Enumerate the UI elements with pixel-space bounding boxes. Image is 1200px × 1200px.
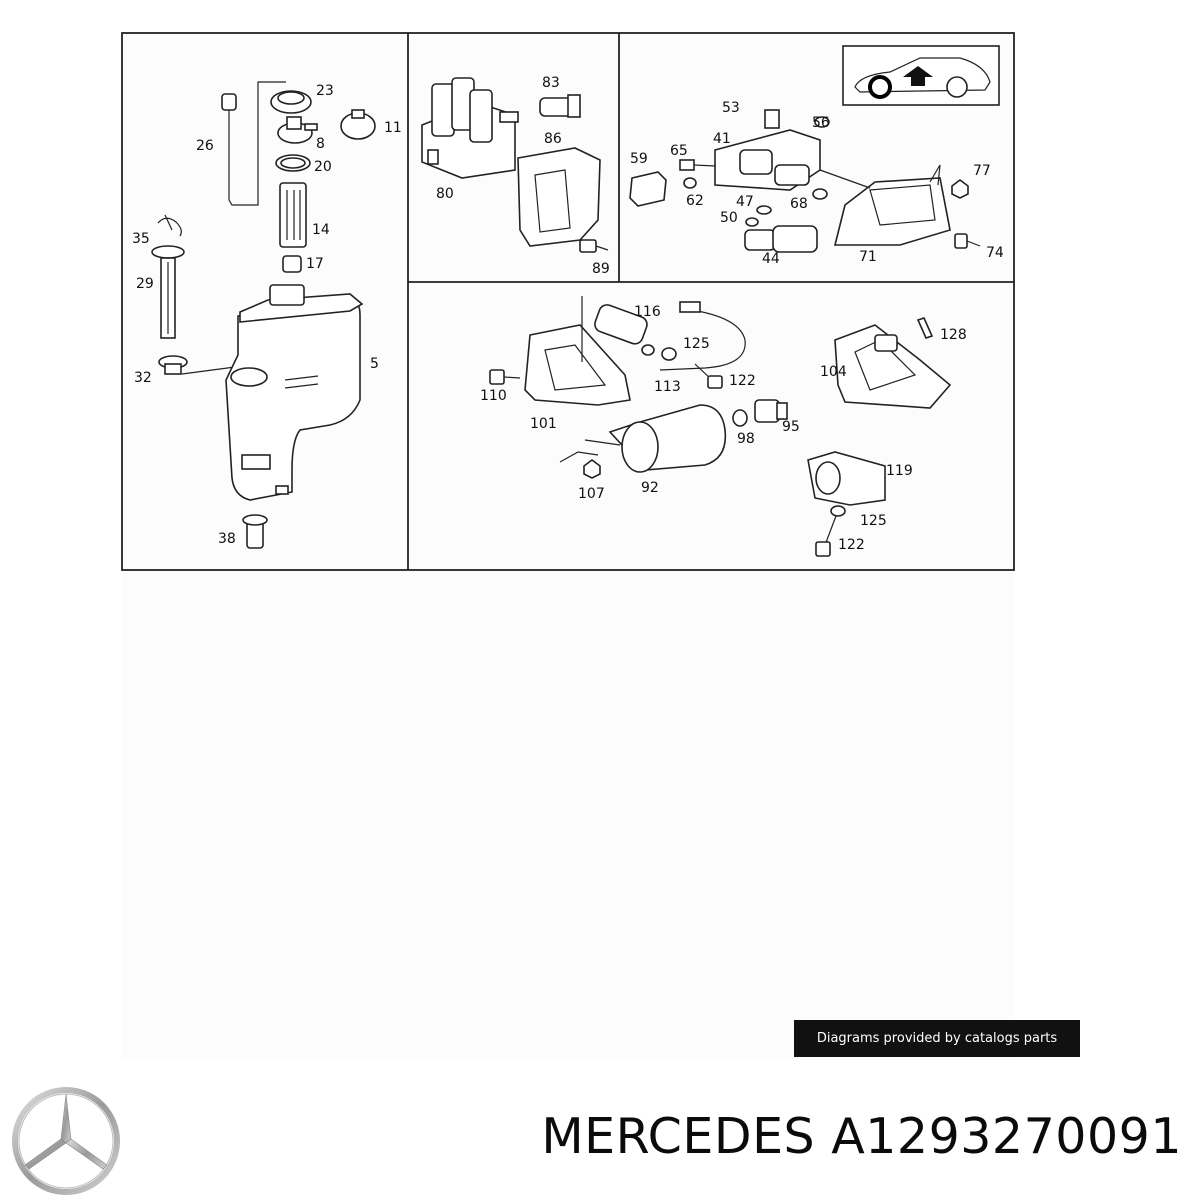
valve-part (277, 116, 318, 144)
callout-65: 65 (670, 143, 688, 159)
cap-part (270, 90, 312, 114)
callout-41: 41 (713, 131, 731, 147)
dipstick-part (221, 81, 286, 206)
breather-cap-part (340, 109, 376, 140)
callout-32: 32 (134, 370, 152, 386)
pressure-switch-part (594, 304, 655, 356)
stud-part (954, 233, 981, 249)
bolt-part (694, 363, 723, 389)
callout-122-upper: 122 (729, 373, 756, 389)
connector-part (629, 171, 667, 207)
callout-119: 119 (886, 463, 913, 479)
callout-56: 56 (812, 115, 830, 131)
callout-89: 89 (592, 261, 610, 277)
panel-solenoid (629, 45, 1000, 253)
diagram-credit-banner: Diagrams provided by catalogs parts (794, 1020, 1080, 1057)
callout-74: 74 (986, 245, 1004, 261)
bolt-part (815, 515, 837, 557)
filter-part (279, 182, 307, 248)
callout-11: 11 (384, 120, 402, 136)
callout-5: 5 (370, 356, 379, 372)
callout-128: 128 (940, 327, 967, 343)
solenoid-block-part (714, 109, 821, 191)
callout-14: 14 (312, 222, 330, 238)
sleeve-part (282, 255, 302, 273)
callout-77: 77 (973, 163, 991, 179)
callout-17: 17 (306, 256, 324, 272)
panel-borders (121, 32, 1015, 571)
callout-107: 107 (578, 486, 605, 502)
callout-62: 62 (686, 193, 704, 209)
callout-116: 116 (634, 304, 661, 320)
valve-block-part (421, 77, 519, 179)
oring-part (683, 116, 830, 227)
diagram-outer-frame (121, 32, 1015, 571)
clip-part (157, 214, 182, 237)
mercedes-star-icon (12, 1087, 120, 1195)
callout-38: 38 (218, 531, 236, 547)
panel-pump (489, 296, 952, 557)
level-sensor-part (151, 245, 185, 339)
orientation-car-inset (842, 45, 1000, 106)
callout-83: 83 (542, 75, 560, 91)
fitting-part (539, 94, 581, 118)
callout-47: 47 (736, 194, 754, 210)
pump-bracket-part (834, 324, 952, 409)
washer-part (661, 347, 846, 517)
callout-80: 80 (436, 186, 454, 202)
grommet-part (158, 355, 236, 375)
bolt-part (489, 369, 521, 385)
callout-125-lower: 125 (860, 513, 887, 529)
panel-valve-block (421, 77, 609, 253)
callout-71: 71 (859, 249, 877, 265)
callout-50: 50 (720, 210, 738, 226)
callout-125-upper: 125 (683, 336, 710, 352)
screw-part (916, 317, 934, 339)
callout-23: 23 (316, 83, 334, 99)
callout-59: 59 (630, 151, 648, 167)
fitting-part (754, 399, 788, 423)
callout-labels: 26 23 8 20 11 14 17 35 29 32 5 38 83 86 … (132, 75, 1004, 553)
callout-68: 68 (790, 196, 808, 212)
accumulator-part (584, 404, 727, 473)
callout-86: 86 (544, 131, 562, 147)
bolt-part (579, 239, 609, 253)
callout-122-lower: 122 (838, 537, 865, 553)
callout-35: 35 (132, 231, 150, 247)
callout-98: 98 (737, 431, 755, 447)
pump-bracket-part (524, 296, 631, 406)
nut-part (951, 179, 969, 199)
callout-29: 29 (136, 276, 154, 292)
bolt-part (679, 159, 716, 171)
callout-53: 53 (722, 100, 740, 116)
callout-44: 44 (762, 251, 780, 267)
drain-plug-part (242, 514, 268, 549)
callout-110: 110 (480, 388, 507, 404)
callout-95: 95 (782, 419, 800, 435)
callout-113: 113 (654, 379, 681, 395)
bracket-part (517, 147, 601, 247)
part-number-title: MERCEDES A1293270091 (541, 1108, 1182, 1165)
nut-part (559, 451, 601, 479)
relay-part (807, 451, 886, 506)
mount-bracket-part (819, 164, 951, 246)
callout-26: 26 (196, 138, 214, 154)
seal-ring-part (275, 154, 311, 172)
panel-reservoir (151, 81, 376, 549)
callout-8: 8 (316, 136, 325, 152)
reservoir-tank-part (225, 284, 364, 501)
callout-101: 101 (530, 416, 557, 432)
solenoid-valve-part (744, 225, 818, 253)
callout-20: 20 (314, 159, 332, 175)
callout-92: 92 (641, 480, 659, 496)
wire-harness-part (659, 301, 746, 371)
callout-104: 104 (820, 364, 847, 380)
